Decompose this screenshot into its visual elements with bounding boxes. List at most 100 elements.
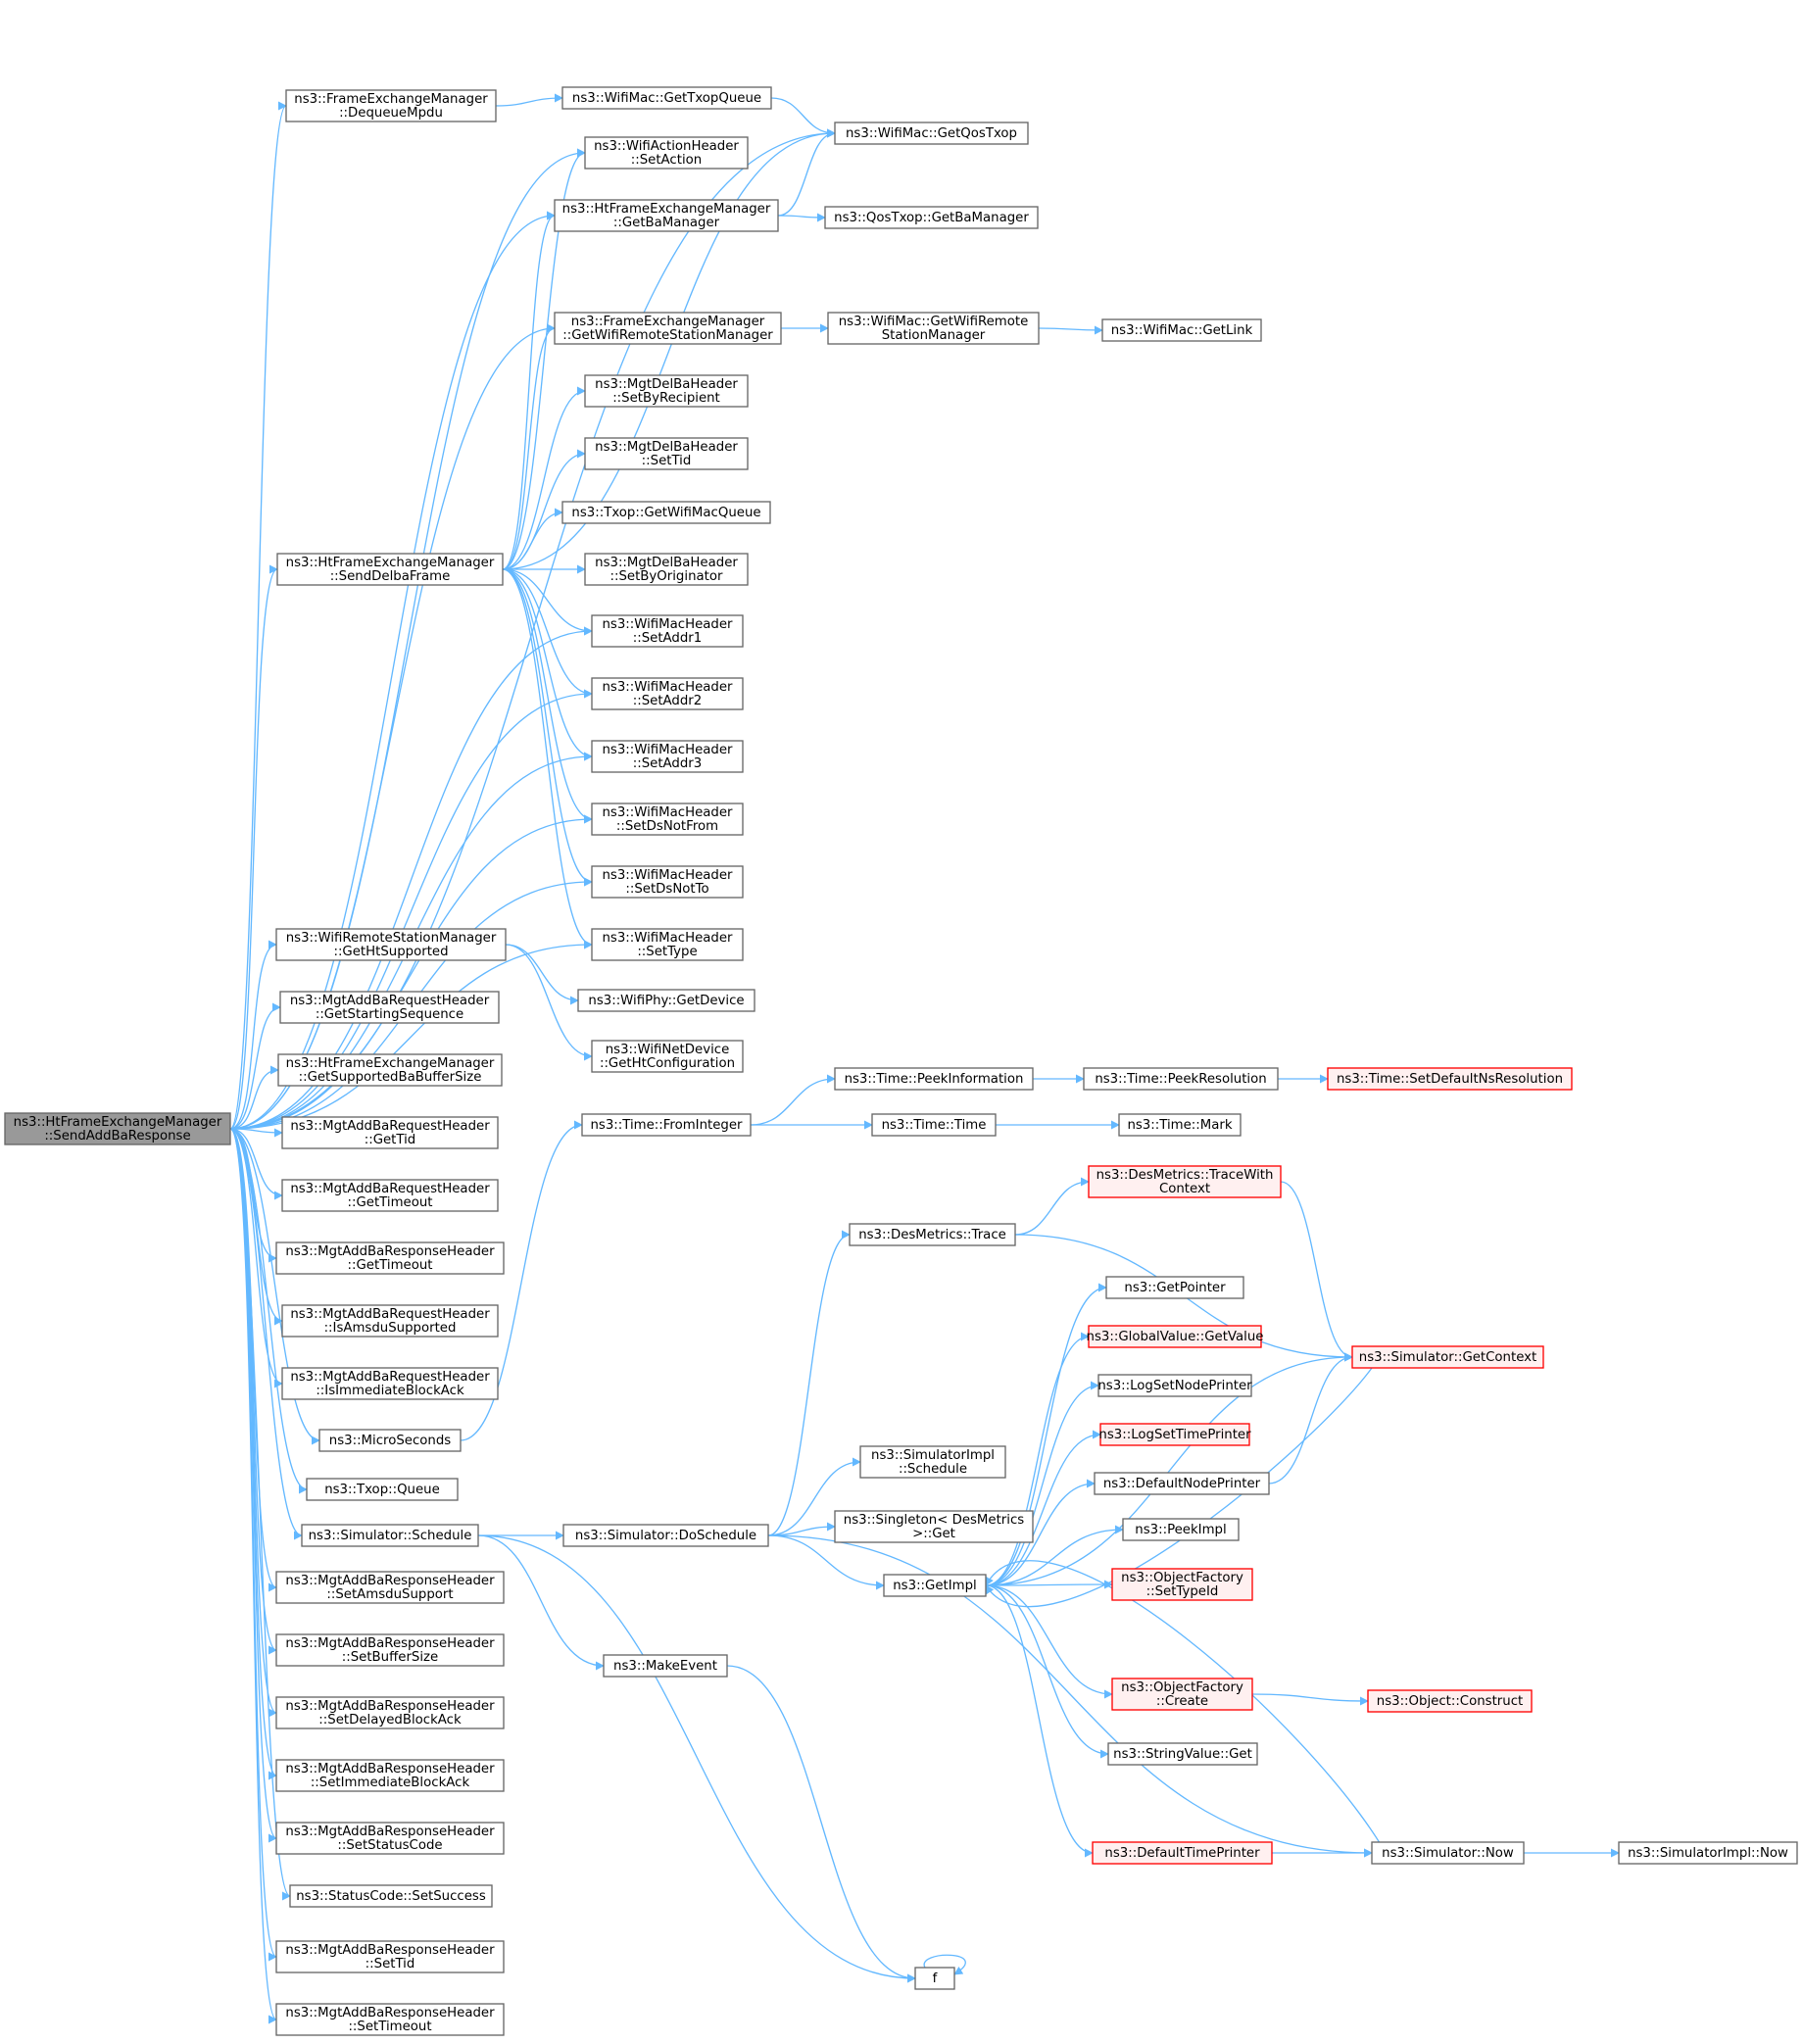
function-node[interactable]: ns3::WifiMac::GetTxopQueue <box>561 86 772 110</box>
function-node[interactable]: ns3::MgtAddBaResponseHeader::GetTimeout <box>275 1241 505 1275</box>
node-label-line: ::Schedule <box>899 1462 967 1477</box>
node-label-line: ns3::MgtAddBaResponseHeader <box>285 1636 495 1651</box>
function-node[interactable]: ns3::GetImpl <box>883 1574 987 1597</box>
function-node[interactable]: ns3::LogSetTimePrinter <box>1098 1423 1251 1446</box>
function-node[interactable]: ns3::Time::Time <box>871 1113 997 1137</box>
call-edge <box>229 564 278 1130</box>
function-node[interactable]: ns3::MgtAddBaResponseHeader::SetBufferSi… <box>275 1633 505 1667</box>
function-node[interactable]: ns3::Simulator::GetContext <box>1351 1345 1544 1369</box>
function-node[interactable]: ns3::ObjectFactory::Create <box>1111 1678 1253 1711</box>
function-node[interactable]: ns3::WifiMacHeader::SetType <box>591 928 744 961</box>
function-node[interactable]: ns3::MicroSeconds <box>318 1429 462 1452</box>
function-node[interactable]: ns3::ObjectFactory::SetTypeId <box>1111 1568 1253 1601</box>
node-label-line: ns3::MgtDelBaHeader <box>595 556 738 570</box>
function-node[interactable]: ns3::PeekImpl <box>1122 1518 1240 1541</box>
function-node[interactable]: ns3::MgtAddBaResponseHeader::SetImmediat… <box>275 1759 505 1792</box>
function-node[interactable]: ns3::MgtAddBaRequestHeader::GetTimeout <box>281 1179 499 1212</box>
node-label-line: ns3::SimulatorImpl <box>871 1448 995 1463</box>
node-box <box>1618 1841 1798 1865</box>
function-node[interactable]: ns3::WifiMac::GetQosTxop <box>834 122 1029 145</box>
function-node[interactable]: ns3::Simulator::DoSchedule <box>562 1524 769 1547</box>
function-node[interactable]: ns3::WifiMacHeader::SetAddr3 <box>591 740 744 773</box>
function-node[interactable]: ns3::GetPointer <box>1105 1276 1244 1299</box>
function-node[interactable]: ns3::Time::SetDefaultNsResolution <box>1327 1067 1573 1091</box>
function-node[interactable]: ns3::Time::Mark <box>1118 1113 1242 1137</box>
function-node[interactable]: ns3::MgtAddBaResponseHeader::SetDelayedB… <box>275 1696 505 1729</box>
function-node[interactable]: ns3::Txop::Queue <box>306 1478 459 1501</box>
function-node[interactable]: ns3::WifiActionHeader::SetAction <box>584 136 749 170</box>
function-node[interactable]: ns3::MgtAddBaRequestHeader::GetTid <box>281 1116 499 1149</box>
function-node[interactable]: ns3::StringValue::Get <box>1107 1742 1258 1766</box>
call-edge <box>229 1128 303 1540</box>
function-node[interactable]: ns3::MgtDelBaHeader::SetTid <box>584 437 749 470</box>
function-node[interactable]: ns3::QosTxop::GetBaManager <box>824 206 1039 229</box>
function-node[interactable]: ns3::SimulatorImpl::Schedule <box>859 1445 1006 1479</box>
edge-path <box>229 564 278 1130</box>
function-node[interactable]: ns3::DefaultTimePrinter <box>1092 1841 1273 1865</box>
call-edge <box>985 1525 1124 1586</box>
node-label-line: ns3::MakeEvent <box>613 1659 717 1674</box>
function-node[interactable]: ns3::WifiMacHeader::SetAddr1 <box>591 614 744 648</box>
function-node[interactable]: ns3::WifiMac::GetLink <box>1101 318 1262 342</box>
call-edge <box>502 211 556 570</box>
function-node[interactable]: ns3::Time::PeekResolution <box>1083 1067 1279 1091</box>
edge-path <box>477 1534 916 1983</box>
function-node[interactable]: ns3::SimulatorImpl::Now <box>1618 1841 1798 1865</box>
function-node[interactable]: ns3::Simulator::Schedule <box>301 1524 479 1547</box>
node-label-line: ns3::WifiMac::GetWifiRemote <box>839 315 1029 329</box>
function-node[interactable]: ns3::StatusCode::SetSuccess <box>289 1884 493 1908</box>
function-node[interactable]: ns3::HtFrameExchangeManager::GetSupporte… <box>277 1053 503 1087</box>
function-node[interactable]: ns3::MgtAddBaRequestHeader::IsAmsduSuppo… <box>281 1304 499 1338</box>
edge-path <box>985 1560 1392 1865</box>
function-node[interactable]: ns3::HtFrameExchangeManager::GetBaManage… <box>554 199 779 232</box>
function-node[interactable]: ns3::DesMetrics::Trace <box>849 1223 1016 1246</box>
node-label-line: ::SetBufferSize <box>342 1650 438 1665</box>
function-node[interactable]: ns3::MgtAddBaResponseHeader::SetAmsduSup… <box>275 1571 505 1604</box>
function-node[interactable]: ns3::MgtAddBaRequestHeader::IsImmediateB… <box>281 1367 499 1400</box>
function-node[interactable]: ns3::FrameExchangeManager::DequeueMpdu <box>285 89 497 122</box>
function-node[interactable]: ns3::LogSetNodePrinter <box>1097 1374 1252 1397</box>
function-node[interactable]: ns3::WifiNetDevice::GetHtConfiguration <box>591 1040 744 1073</box>
function-node[interactable]: ns3::WifiMacHeader::SetDsNotFrom <box>591 803 744 836</box>
function-node[interactable]: ns3::Singleton< DesMetrics >::Get <box>834 1510 1034 1543</box>
function-node[interactable]: ns3::MgtAddBaResponseHeader::SetTid <box>275 1940 505 1973</box>
function-node[interactable]: ns3::Time::FromInteger <box>581 1113 752 1137</box>
function-node[interactable]: ns3::MgtDelBaHeader::SetByRecipient <box>584 374 749 408</box>
function-node[interactable]: ns3::Time::PeekInformation <box>834 1067 1034 1091</box>
function-node[interactable]: ns3::Object::Construct <box>1367 1689 1533 1713</box>
function-node[interactable]: ns3::MgtDelBaHeader::SetByOriginator <box>584 553 749 586</box>
function-node[interactable]: ns3::MgtAddBaRequestHeader::GetStartingS… <box>279 991 500 1024</box>
node-label-line: ::Create <box>1156 1694 1208 1709</box>
function-node[interactable]: f <box>914 1967 955 1990</box>
function-node[interactable]: ns3::WifiMac::GetWifiRemoteStationManage… <box>827 312 1040 345</box>
call-edge <box>985 1381 1099 1586</box>
function-node[interactable]: ns3::Txop::GetWifiMacQueue <box>561 501 771 524</box>
function-node[interactable]: ns3::WifiPhy::GetDevice <box>577 989 755 1012</box>
node-box <box>591 803 744 836</box>
root-function-node[interactable]: ns3::HtFrameExchangeManager::SendAddBaRe… <box>4 1112 231 1145</box>
function-node[interactable]: ns3::WifiMacHeader::SetAddr2 <box>591 677 744 710</box>
call-edge <box>502 568 593 887</box>
function-node[interactable]: ns3::HtFrameExchangeManager::SendDelbaFr… <box>276 553 504 586</box>
function-node[interactable]: ns3::DefaultNodePrinter <box>1094 1472 1270 1495</box>
function-node[interactable]: ns3::MakeEvent <box>603 1654 728 1678</box>
function-node[interactable]: ns3::WifiRemoteStationManager::GetHtSupp… <box>275 928 507 961</box>
call-edge <box>502 568 593 824</box>
edge-path <box>770 97 836 138</box>
function-node[interactable]: ns3::MgtAddBaResponseHeader::SetStatusCo… <box>275 1822 505 1855</box>
function-node[interactable]: ns3::MgtAddBaResponseHeader::SetTimeout <box>275 2003 505 2036</box>
function-node[interactable]: ns3::GlobalValue::GetValue <box>1087 1325 1264 1348</box>
call-edge <box>229 1128 283 1200</box>
node-box <box>318 1429 462 1452</box>
function-node[interactable]: ns3::FrameExchangeManager::GetWifiRemote… <box>554 312 782 345</box>
call-edge <box>1014 1177 1090 1236</box>
edge-path <box>1268 1352 1353 1484</box>
call-edge <box>477 1534 916 1983</box>
edge-path <box>502 568 593 761</box>
node-label-line: ns3::GlobalValue::GetValue <box>1087 1330 1264 1344</box>
function-node[interactable]: ns3::WifiMacHeader::SetDsNotTo <box>591 865 744 899</box>
function-node[interactable]: ns3::Simulator::Now <box>1371 1841 1525 1865</box>
node-label-line: ns3::DesMetrics::Trace <box>858 1228 1006 1242</box>
edge-path <box>229 1002 281 1130</box>
